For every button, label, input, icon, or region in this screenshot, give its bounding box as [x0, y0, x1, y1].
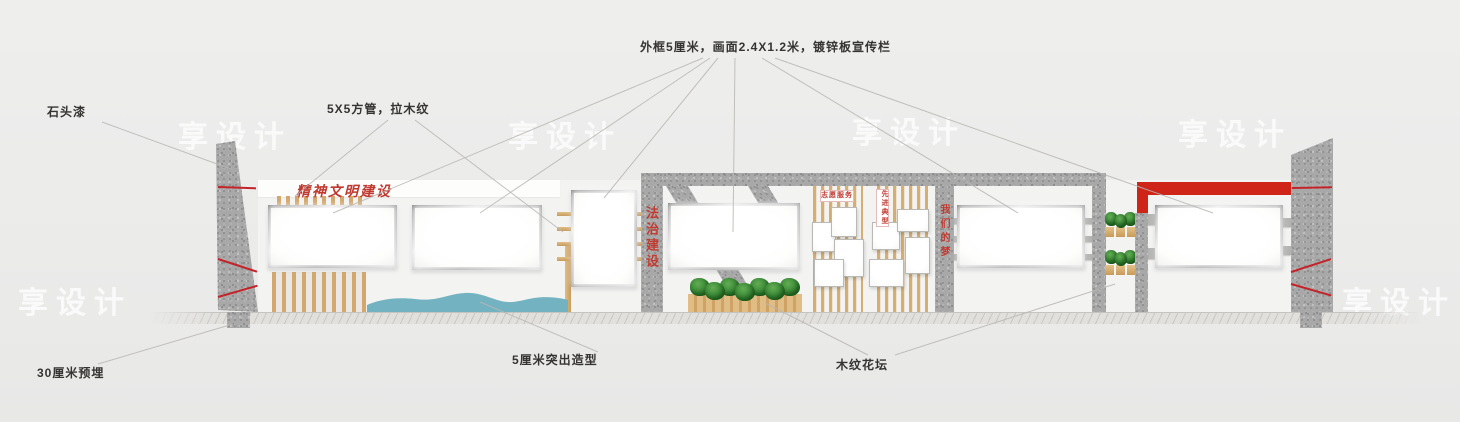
planter-cluster-lower: [1105, 250, 1138, 275]
board-bracket: [1282, 218, 1291, 227]
photo-wall-label-service: 志愿服务: [820, 190, 854, 202]
red-frame-band: [1137, 182, 1291, 195]
wood-slat-panel: [272, 272, 366, 312]
board-bracket: [1084, 218, 1095, 224]
watermark-text: 享设计: [1178, 119, 1292, 152]
board-bracket: [1084, 236, 1095, 242]
photo-card: [897, 209, 929, 232]
red-frame-leg: [1137, 195, 1148, 213]
annotation-embed-depth: 30厘米预埋: [37, 366, 105, 380]
watermark-text: 享设计: [18, 287, 132, 320]
display-board-6: [1155, 205, 1283, 268]
photo-card: [814, 259, 844, 287]
photo-card: [905, 237, 930, 274]
granite-column: [1092, 173, 1106, 312]
photo-card: [869, 259, 904, 287]
right-pillar-embedded-base: [1300, 312, 1322, 328]
water-wave-shape: [367, 292, 568, 312]
annotation-frame-spec: 外框5厘米，画面2.4X1.2米，镀锌板宣传栏: [640, 40, 892, 54]
wood-bracket: [557, 257, 572, 261]
right-stone-pillar: [1291, 138, 1333, 312]
left-pillar-embedded-base: [227, 312, 250, 328]
annotation-stone-paint: 石头漆: [47, 105, 87, 119]
photo-wall-label-model: 先进典型: [876, 189, 889, 227]
display-board-5: [957, 205, 1085, 268]
wood-bracket: [557, 227, 572, 231]
watermark-text: 享设计: [508, 121, 622, 154]
annotation-protrusion: 5厘米突出造型: [512, 353, 598, 367]
pillar-slogan-text: 我们的梦: [938, 204, 949, 260]
board-bracket: [1084, 254, 1095, 260]
wood-bracket: [557, 242, 572, 246]
granite-column-narrow: [1135, 213, 1148, 312]
wood-post: [565, 242, 571, 312]
wood-tube-row: [277, 196, 367, 205]
board-bracket: [1146, 248, 1156, 259]
display-board-4: [668, 203, 800, 270]
section1-title: 精神文明建设: [296, 183, 392, 199]
flowerbed-shrubs: [690, 278, 804, 301]
wood-bracket: [557, 212, 572, 216]
ground-line: [150, 312, 1422, 324]
granite-top-band: [663, 173, 1105, 186]
display-board-2: [412, 205, 542, 270]
annotation-wood-planter: 木纹花坛: [836, 358, 889, 372]
photo-card: [831, 207, 857, 237]
display-board-1: [268, 205, 397, 268]
board-bracket: [1146, 214, 1156, 225]
planter-cluster-upper: [1105, 212, 1138, 237]
watermark-text: 享设计: [852, 117, 966, 150]
display-board-3: [571, 190, 637, 287]
annotation-square-tube: 5X5方管，拉木纹: [327, 102, 430, 116]
board-bracket: [1282, 246, 1291, 255]
section2-title: 法治建设: [644, 206, 659, 270]
